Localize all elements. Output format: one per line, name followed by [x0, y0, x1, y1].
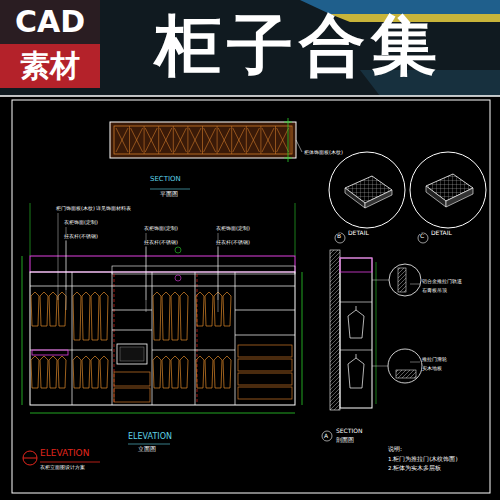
callout-note: 柜体饰面板(木纹)	[304, 150, 343, 156]
plan-view	[110, 118, 302, 189]
callout-note: 衣柜饰面(定制)	[216, 226, 250, 232]
note-heading: 说明:	[388, 446, 402, 453]
view-subtitle: 剖面图	[336, 437, 354, 444]
callout-note: 实木地板	[422, 366, 442, 372]
detail-title: DETAIL	[431, 230, 452, 237]
callout-note: 衣柜饰面(定制)	[144, 226, 178, 232]
wardrobe-elevation	[22, 203, 302, 444]
banner-rule	[0, 95, 500, 97]
banner	[0, 0, 500, 96]
view-title: SECTION	[336, 428, 362, 435]
detail-b	[329, 152, 405, 243]
callout-note: 柜门饰面板(木纹) 详见饰面材料表	[56, 206, 132, 212]
note-text: 2.柜体为实木多层板	[388, 465, 441, 471]
view-title: ELEVATION	[128, 433, 172, 442]
view-title: SECTION	[150, 176, 181, 184]
view-subtitle: 平面图	[160, 191, 178, 198]
section-letter: A	[324, 433, 328, 440]
callout-note: 挂衣杆(不锈钢)	[64, 234, 98, 240]
badge-text: CAD	[0, 0, 100, 44]
note-text: 1.柜门为推拉门(木纹饰面)	[388, 456, 458, 462]
detail-c	[410, 152, 486, 243]
callout-note: 推拉门滑轮	[422, 357, 447, 363]
detail-letter: B	[337, 233, 341, 240]
view-subtitle: 立面图	[138, 446, 156, 453]
callout-note: 挂衣杆(不锈钢)	[144, 240, 178, 246]
title-text: 柜子合集	[100, 2, 498, 90]
stamp-text: 衣柜立面图设计方案	[40, 465, 85, 471]
stamp-title: ELEVATION	[40, 449, 89, 459]
callout-note: 衣柜饰面(定制)	[64, 220, 98, 226]
callout-note: 铝合金推拉门轨道	[422, 279, 462, 285]
callout-note: 挂衣杆(不锈钢)	[216, 240, 250, 246]
title-banner: 柜子合集	[100, 2, 498, 90]
wardrobe-section	[322, 250, 422, 441]
detail-title: DETAIL	[348, 230, 369, 237]
detail-letter: C	[420, 233, 424, 240]
drawing-frame	[12, 100, 490, 493]
brand-badge: CAD素材	[0, 0, 100, 88]
badge-text: 素材	[0, 44, 100, 88]
callout-note: 石膏板吊顶	[422, 288, 447, 294]
